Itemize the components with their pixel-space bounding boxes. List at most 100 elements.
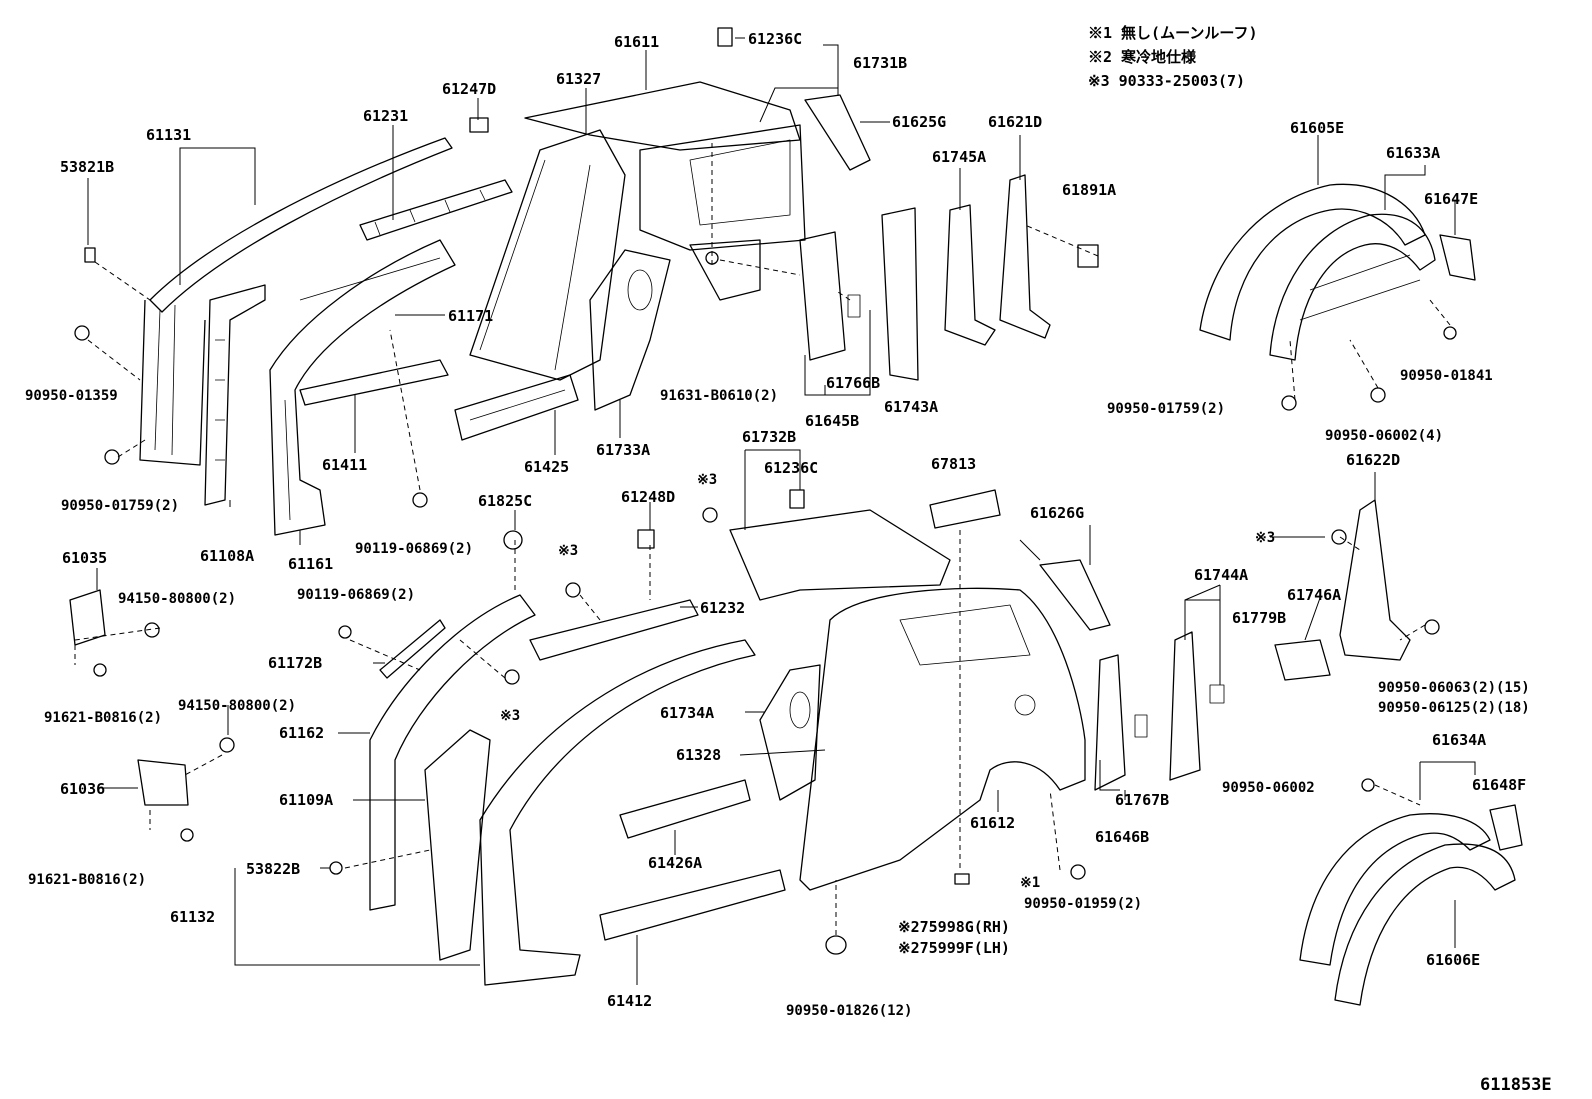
mark-note3-b: ※3 [558,543,578,559]
part-label-61426a: 61426A [648,854,702,872]
part-label-61766b: 61766B [826,374,880,392]
mark-note1: ※1 [1020,875,1040,891]
part-label-61247d: 61247D [442,80,496,98]
part-label-61779b: 61779B [1232,609,1286,627]
figure-number: 611853E [1480,1075,1552,1095]
part-label-61767b: 61767B [1115,791,1169,809]
part-label-61731b: 61731B [853,54,907,72]
part-label-90950-01841: 90950-01841 [1400,368,1493,384]
fasteners [74,27,1457,955]
part-label-61425: 61425 [524,458,569,476]
quarter-panel-inner-61611 [469,81,801,381]
pillar-inner-61622D [1339,499,1411,661]
part-label-61036: 61036 [60,780,105,798]
mark-note3-a: ※3 [697,472,717,488]
part-label-90950-06002: 90950-06002 [1222,780,1315,796]
part-label-53821b: 53821B [60,158,114,176]
part-label-91621-b0816-a: 91621-B0816(2) [44,710,162,726]
part-label-61109a: 61109A [279,791,333,809]
part-label-61231: 61231 [363,107,408,125]
part-label-75999f-lh: ※275999F(LH) [898,939,1010,957]
part-labels: 61611 61236C 61731B 61327 61247D 61231 6… [25,30,1530,1019]
wheel-house-61606E [1334,843,1516,1006]
part-label-61744a: 61744A [1194,566,1248,584]
part-label-61743a: 61743A [884,398,938,416]
pillar-reinforcement-61109A [424,729,491,961]
part-label-90950-06063: 90950-06063(2)(15) [1378,680,1530,696]
part-label-61411: 61411 [322,456,367,474]
part-label-61621d: 61621D [988,113,1042,131]
part-label-61733a: 61733A [596,441,650,459]
part-label-61634a: 61634A [1432,731,1486,749]
pillar-reinforcement-61745A [944,204,996,346]
part-label-61327: 61327 [556,70,601,88]
part-label-61734a: 61734A [660,704,714,722]
note-2: ※2 寒冷地仕様 [1088,48,1197,66]
part-label-91631-b0610: 91631-B0610(2) [660,388,778,404]
legend-notes: ※1 無し(ムーンルーフ) ※2 寒冷地仕様 ※3 90333-25003(7) [1088,24,1257,90]
pillar-inner-61108A [204,284,266,506]
reinforcement-61626G [1039,559,1111,631]
part-drawings [69,27,1523,1006]
part-label-90950-06002-4: 90950-06002(4) [1325,428,1443,444]
brace-61646B [1094,654,1148,791]
part-label-61622d: 61622D [1346,451,1400,469]
part-label-61746a: 61746A [1287,586,1341,604]
part-label-61606e: 61606E [1426,951,1480,969]
part-label-61732b: 61732B [742,428,796,446]
part-label-61646b: 61646B [1095,828,1149,846]
part-label-61612: 61612 [970,814,1015,832]
pillar-outer-61162 [369,594,536,911]
part-label-53822b: 53822B [246,860,300,878]
brace-61172B [379,619,446,679]
part-label-61647e: 61647E [1424,190,1478,208]
leader-lines [87,37,1476,985]
center-pillar-inner-61161 [269,239,456,536]
bracket-61779B [1274,639,1331,681]
part-label-61172b: 61172B [268,654,322,672]
mark-note3-c: ※3 [500,708,520,724]
roof-side-rail-outer-61131 [139,137,453,466]
wheelhouse-brace-61734A [759,664,821,801]
wheel-house-outer-61605E [1199,183,1426,341]
quarter-window-frame-61731B [639,124,806,301]
wheelhouse-brace-61733A [589,249,671,411]
part-label-75998g-rh: ※275998G(RH) [898,918,1010,936]
part-label-90119-06869-b: 90119-06869(2) [297,587,415,603]
part-label-61132: 61132 [170,908,215,926]
bracket-61648F [1489,804,1523,851]
part-label-90950-01959: 90950-01959(2) [1024,896,1142,912]
part-label-91621-b0816-b: 91621-B0816(2) [28,872,146,888]
mark-note3-d: ※3 [1255,530,1275,546]
bracket-61036 [137,759,189,806]
part-label-61891a: 61891A [1062,181,1116,199]
rocker-outer-61412 [599,869,786,941]
part-label-94150-80800-b: 94150-80800(2) [178,698,296,714]
quarter-reinforcement-61625G [804,94,871,171]
part-label-61171: 61171 [448,307,493,325]
quarter-inner-upper-61732B [729,509,951,601]
bracket-61035 [69,589,106,646]
note-3: ※3 90333-25003(7) [1088,72,1245,90]
part-label-61625g: 61625G [892,113,946,131]
rocker-inner-61425 [454,374,579,441]
part-label-61825c: 61825C [478,492,532,510]
pillar-inner-61621D [999,174,1051,339]
part-label-61611: 61611 [614,33,659,51]
part-label-61162: 61162 [279,724,324,742]
part-label-61108a: 61108A [200,547,254,565]
part-label-61236c-top: 61236C [748,30,802,48]
weatherstrip-67813 [929,489,1001,529]
bracket-61647E [1439,234,1476,281]
part-label-90119-06869-a: 90119-06869(2) [355,541,473,557]
pillar-brace-61645B [799,231,861,361]
dashed-attachment-lines [74,140,1451,935]
part-label-61648f: 61648F [1472,776,1526,794]
part-label-61161: 61161 [288,555,333,573]
wheel-house-61634A [1299,813,1491,966]
part-label-61236c-mid: 61236C [764,459,818,477]
side-panel-outer-61132 [479,639,756,986]
part-label-90950-01759-right: 90950-01759(2) [1107,401,1225,417]
rocker-panel-61411 [299,359,449,406]
